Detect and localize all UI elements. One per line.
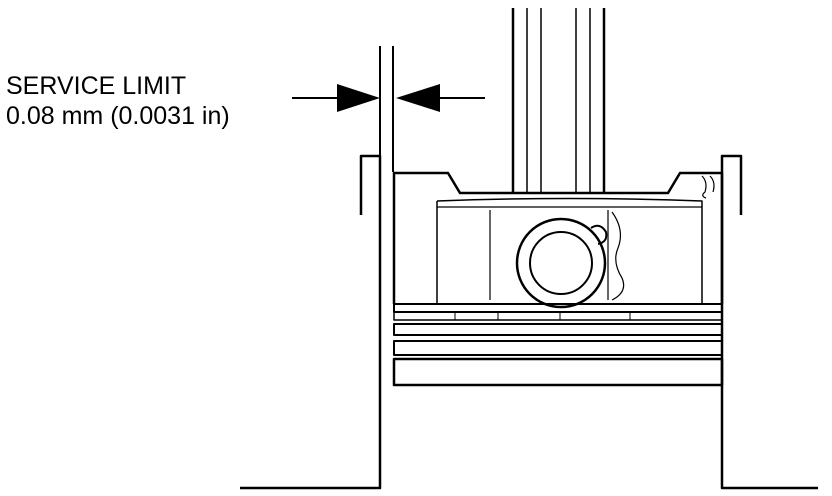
piston-inner-cavity <box>436 197 703 304</box>
pin-inner-circle <box>529 231 593 295</box>
service-limit-value: 0.08 mm (0.0031 in) <box>6 102 230 130</box>
pin-clip-icon <box>590 224 608 245</box>
right-arrow-icon <box>396 84 440 112</box>
left-arrow-icon <box>337 84 380 112</box>
pin-outer-circle <box>515 217 607 309</box>
connecting-rod <box>511 8 606 193</box>
cylinder-block <box>240 154 818 490</box>
piston-pin <box>515 217 608 309</box>
piston <box>392 171 724 304</box>
piston-outline <box>392 171 724 304</box>
cylinder-wall-right <box>720 154 818 490</box>
cylinder-wall-left <box>240 154 382 490</box>
pin-boss-contour <box>611 211 625 301</box>
service-limit-title: SERVICE LIMIT <box>6 72 187 100</box>
piston-rings <box>392 303 724 387</box>
clearance-dimension <box>292 46 485 172</box>
ring-land-detail <box>701 175 707 199</box>
